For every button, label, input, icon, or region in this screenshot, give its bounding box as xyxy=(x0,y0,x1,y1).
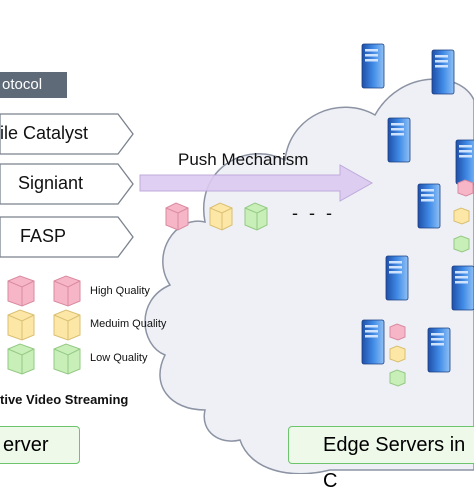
push-arrow xyxy=(139,164,374,202)
chevron-2 xyxy=(0,163,134,205)
cube-medium-icon xyxy=(389,345,406,363)
edge-servers-box: Edge Servers in C xyxy=(288,426,474,492)
continuation-dashes: - - - xyxy=(292,203,335,223)
cube-high-icon xyxy=(389,323,406,341)
cube-high-icon xyxy=(457,179,474,197)
server-icon xyxy=(361,43,385,89)
server-icon xyxy=(387,117,411,163)
video-streaming-caption: tive Video Streaming xyxy=(0,392,129,407)
legend-low-label: Low Quality xyxy=(90,352,148,364)
legend-medium-cube-2 xyxy=(53,309,81,341)
server-icon xyxy=(431,49,455,95)
cube-low-icon xyxy=(244,202,268,231)
protocol-item-2: Signiant xyxy=(18,173,84,193)
protocol-item-3: FASP xyxy=(20,226,67,246)
server-icon xyxy=(427,327,451,373)
legend-high-cube-1 xyxy=(7,275,35,307)
cloud-shape xyxy=(144,78,474,474)
diagram-graphics xyxy=(0,43,474,474)
cube-medium-icon xyxy=(453,207,470,225)
chevron-1 xyxy=(0,113,134,155)
server-icon xyxy=(361,319,385,365)
diagram-canvas: otocol ile Catalyst Signiant FASP Push M… xyxy=(0,43,474,492)
cube-low-icon xyxy=(453,235,470,253)
origin-server-box: erver xyxy=(0,426,80,464)
legend-high-cube-2 xyxy=(53,275,81,307)
protocol-chevrons xyxy=(0,113,134,258)
protocol-header: otocol xyxy=(0,72,67,98)
push-mechanism-label: Push Mechanism xyxy=(178,150,309,169)
server-icon xyxy=(451,265,474,311)
origin-server-label: erver xyxy=(3,434,49,456)
protocol-item-1: ile Catalyst xyxy=(0,123,89,143)
chevron-3 xyxy=(0,216,134,258)
cube-medium-icon xyxy=(209,202,233,231)
edge-servers-label: Edge Servers in C xyxy=(323,434,466,492)
server-icon xyxy=(385,255,409,301)
server-icon xyxy=(417,183,441,229)
legend-medium-label: Meduim Quality xyxy=(90,318,167,330)
legend-low-cube-1 xyxy=(7,343,35,375)
legend-cubes xyxy=(7,275,81,375)
server-icon xyxy=(455,139,474,185)
legend-high-label: High Quality xyxy=(90,285,150,297)
cube-low-icon xyxy=(389,369,406,387)
cube-row xyxy=(165,202,268,231)
legend-low-cube-2 xyxy=(53,343,81,375)
legend-medium-cube-1 xyxy=(7,309,35,341)
cube-high-icon xyxy=(165,202,189,231)
cloud-cubes xyxy=(389,179,474,387)
